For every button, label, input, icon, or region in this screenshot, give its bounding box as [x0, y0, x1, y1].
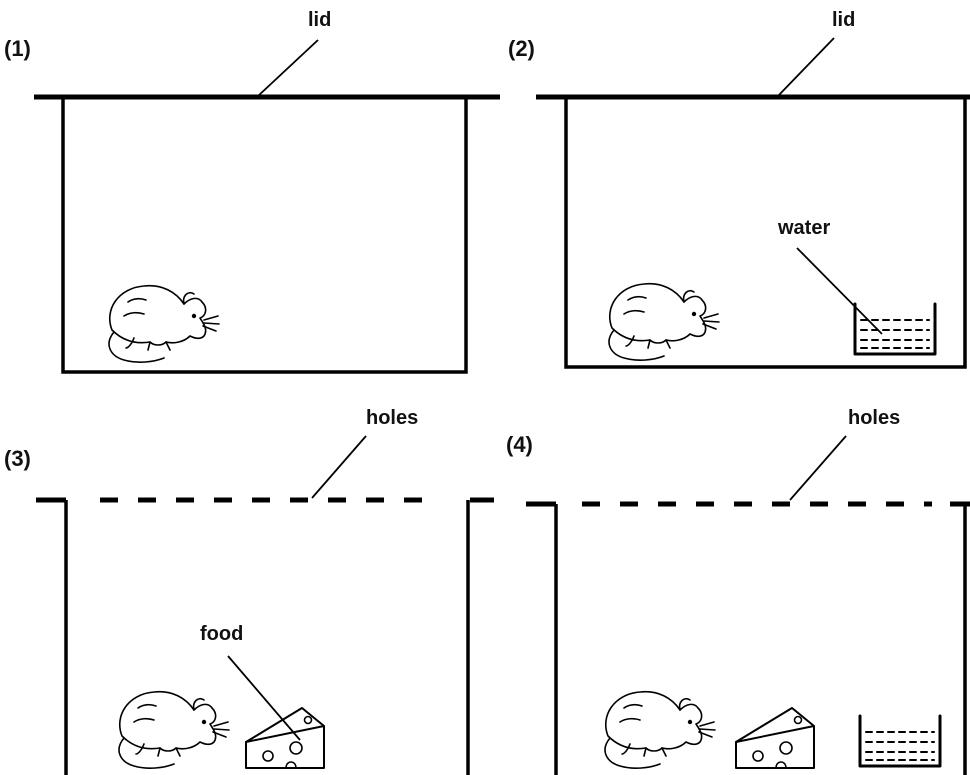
panel-number: (1) [4, 36, 31, 61]
holes-label: holes [366, 407, 418, 429]
panel-3: (3) holes food [4, 407, 494, 775]
lid-leader-line [257, 39, 319, 97]
water-leader-line [796, 247, 883, 335]
container [564, 97, 967, 369]
holes-leader-line [311, 435, 367, 499]
cheese-icon [245, 707, 325, 769]
mouse-icon [608, 282, 720, 361]
food-leader-line [227, 655, 301, 741]
mouse-icon [604, 690, 716, 769]
panel-4: (4) holes [506, 407, 970, 775]
panel-number: (2) [508, 36, 535, 61]
panel-number: (4) [506, 432, 533, 457]
lid-leader-line [777, 37, 835, 97]
panel-1: (1) lid [4, 9, 500, 374]
lid-label: lid [832, 9, 855, 31]
holes-leader-line [789, 435, 847, 501]
food-label: food [200, 623, 243, 645]
panel-2: (2) lid water [508, 9, 970, 369]
container [554, 504, 967, 775]
container [64, 500, 470, 775]
water-container-icon [853, 302, 937, 356]
lid-label: lid [308, 9, 331, 31]
water-label: water [777, 217, 830, 239]
mouse-icon [108, 284, 220, 363]
container [61, 97, 468, 374]
holes-label: holes [848, 407, 900, 429]
panel-number: (3) [4, 446, 31, 471]
mouse-icon [118, 690, 230, 769]
cheese-icon [735, 707, 815, 769]
water-container-icon [858, 714, 942, 768]
